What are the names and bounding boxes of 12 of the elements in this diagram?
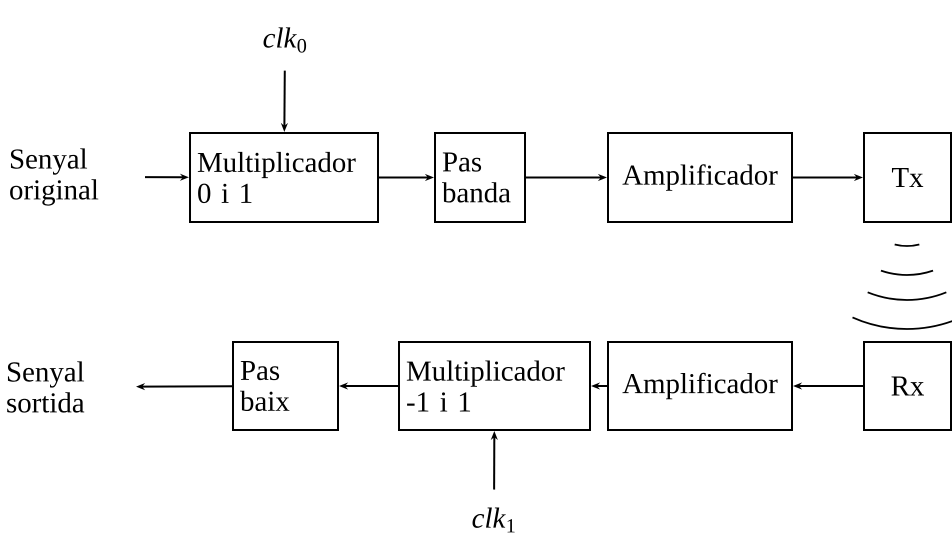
block-box: Pas banda xyxy=(434,132,526,223)
block-box: Multiplicador 0 i 1 xyxy=(189,132,379,223)
block-box: Amplificador xyxy=(607,341,793,431)
signal-label: Senyal sortida xyxy=(7,361,84,413)
signal-label: Senyal original xyxy=(10,148,98,206)
signal-label: clk$_{0}$ xyxy=(264,27,306,53)
signal-label: clk$_{1}$ xyxy=(472,508,515,532)
block-box: Pas baix xyxy=(232,341,339,431)
block-box: Amplificador xyxy=(607,132,793,223)
block-box: Tx xyxy=(863,132,952,223)
block-box: Rx xyxy=(863,341,952,431)
block-box: Multiplicador -1 i 1 xyxy=(398,341,591,431)
